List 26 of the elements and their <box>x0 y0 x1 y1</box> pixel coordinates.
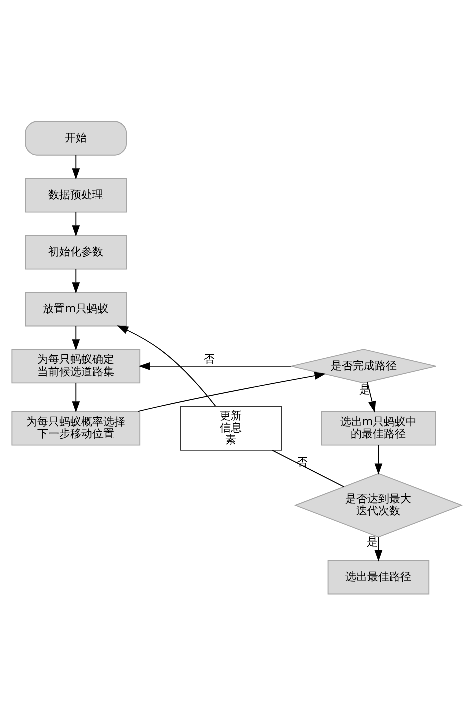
edge-label: 否 <box>204 352 215 366</box>
node-box: 选出最佳路径 <box>328 560 430 594</box>
node-box: 开始 <box>25 120 128 156</box>
arrow <box>138 372 326 412</box>
arrow <box>117 325 216 406</box>
arrow <box>72 154 80 180</box>
arrow <box>72 211 80 236</box>
node-box: 数据预处理 <box>25 178 128 212</box>
node-box: 选出m只蚂蚁中的最佳路径 <box>321 410 436 446</box>
node-box: 为每只蚂蚁概率选择下一步移动位置 <box>12 410 141 446</box>
arrow <box>72 268 80 294</box>
arrow <box>367 382 376 412</box>
node-box: 为每只蚂蚁确定当前候选道路集 <box>12 348 141 384</box>
node-box: 更新信息素 <box>180 406 282 450</box>
edge-label: 是 <box>367 535 378 548</box>
node-diamond: 是否完成路径 <box>290 348 437 384</box>
arrow <box>72 382 80 412</box>
arrow <box>374 444 383 474</box>
node-diamond: 是否达到最大迭代次数 <box>294 472 464 538</box>
arrow <box>374 536 383 562</box>
node-box: 放置m只蚂蚁 <box>25 292 128 326</box>
edge-label: 否 <box>297 455 308 468</box>
arrow <box>72 325 80 350</box>
arrow <box>138 362 292 370</box>
connector <box>272 450 344 487</box>
node-box: 初始化参数 <box>25 234 128 270</box>
